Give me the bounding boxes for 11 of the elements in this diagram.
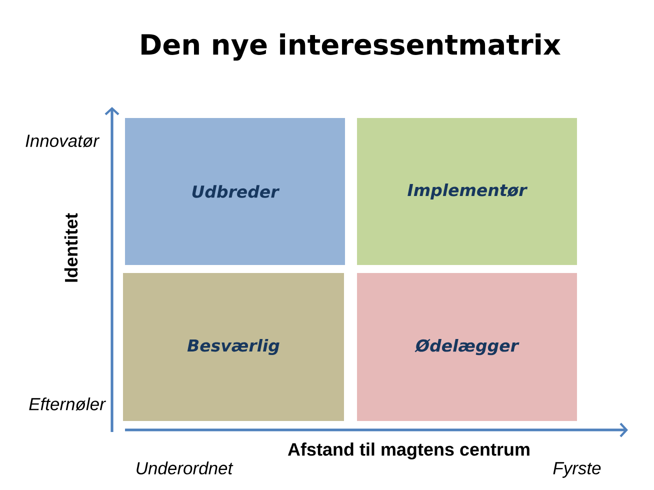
quadrant-box: Besværlig bbox=[123, 272, 344, 421]
quadrant-box: Udbreder bbox=[125, 118, 345, 265]
axis-label: Underordnet bbox=[136, 462, 234, 474]
axis-label: Efternøler bbox=[29, 397, 106, 410]
axis-label: Afstand til magtens centrum bbox=[288, 442, 530, 460]
axis-label: Fyrste bbox=[553, 462, 601, 478]
quadrant-box: Ødelægger bbox=[357, 272, 577, 421]
title: Den nye interessentmatrix bbox=[142, 33, 561, 61]
quadrant-box: Implementør bbox=[357, 118, 577, 265]
axis-label: Identitet bbox=[64, 213, 78, 282]
axis-label: Innovatør bbox=[26, 134, 100, 148]
